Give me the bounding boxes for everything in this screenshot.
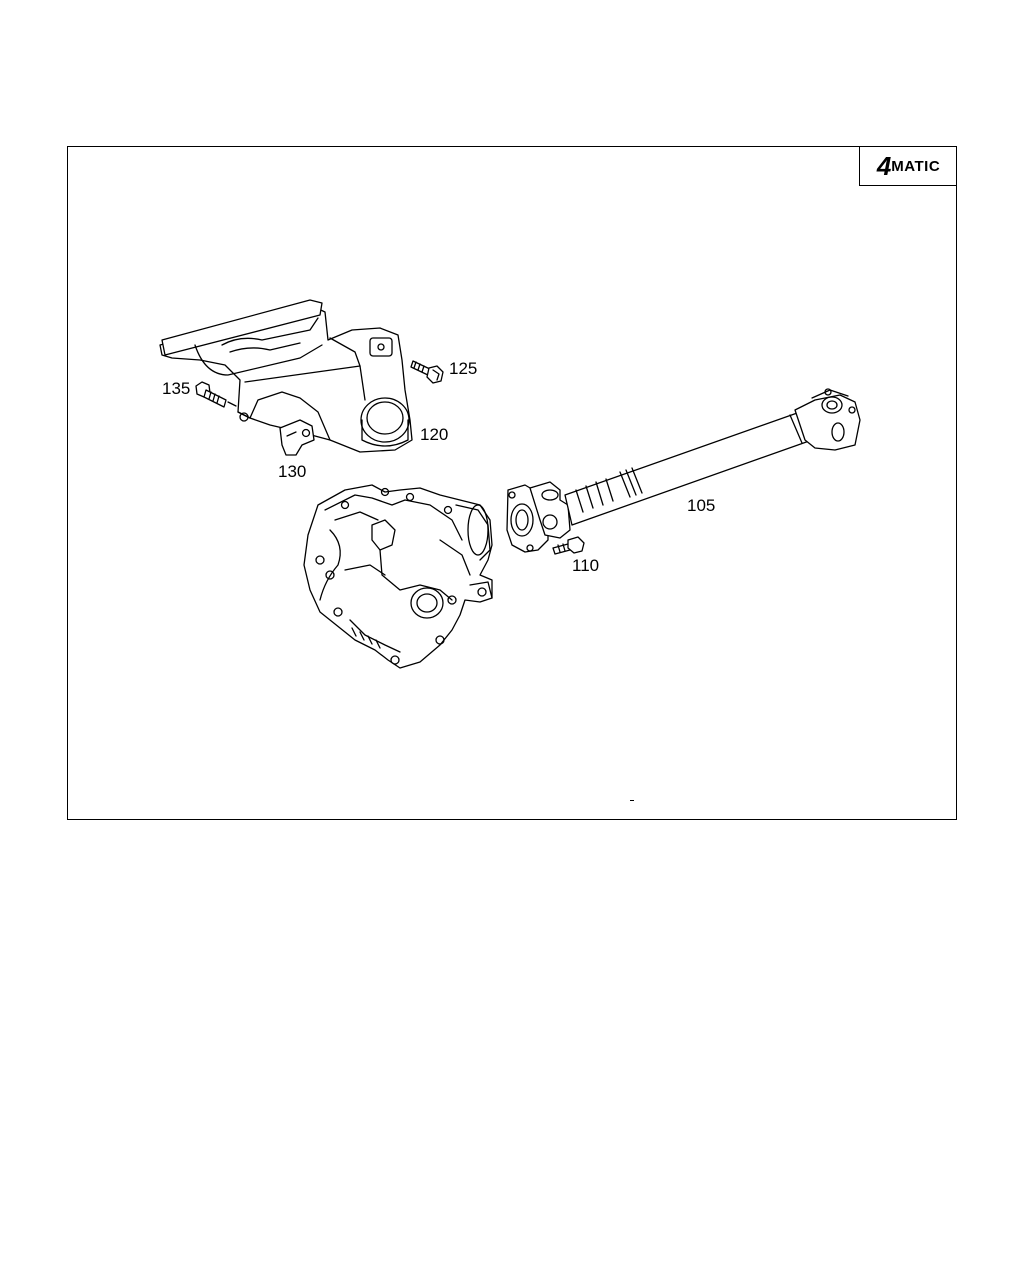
callout-105: 105 <box>687 496 716 515</box>
callout-125: 125 <box>449 359 478 378</box>
diagram-frame <box>67 146 957 820</box>
divider-mark <box>630 800 634 801</box>
bolt-part-110 <box>552 536 585 555</box>
callout-135: 135 <box>162 379 191 398</box>
bolt-part-135 <box>195 381 227 408</box>
badge-number: 4 <box>876 150 892 181</box>
callout-110: 110 <box>572 556 600 575</box>
propeller-shaft-part-105 <box>506 388 861 553</box>
bolt-part-125 <box>410 360 444 384</box>
badge-text: MATIC <box>891 157 941 175</box>
heat-shield-part-120 <box>159 299 413 453</box>
callout-130: 130 <box>278 462 307 481</box>
differential-housing <box>303 484 493 669</box>
leader-135 <box>227 401 237 407</box>
callout-120: 120 <box>420 425 449 444</box>
4matic-badge: 4 MATIC <box>859 147 957 186</box>
bracket-part-130 <box>279 419 315 456</box>
